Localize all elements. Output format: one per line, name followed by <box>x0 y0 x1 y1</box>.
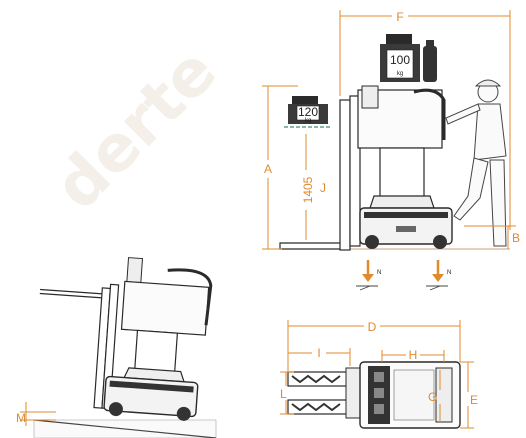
tilted-guard-rail <box>167 268 213 326</box>
tilted-platform <box>120 280 210 336</box>
weight-upper-unit: kg <box>397 71 403 77</box>
tilted-machine <box>39 257 213 421</box>
dimension-d <box>287 320 461 372</box>
tilted-fork <box>40 288 112 296</box>
top-floor-plate <box>393 369 435 421</box>
tilted-fork-lower <box>39 292 112 300</box>
force-arrow-rear: N <box>426 260 451 291</box>
dimension-e <box>460 361 474 429</box>
operator-leg-back <box>489 159 507 247</box>
top-view: D I H L G <box>280 320 478 429</box>
dimension-l <box>280 371 294 415</box>
dimension-label-j: J <box>320 181 326 195</box>
arrow-head <box>432 274 444 282</box>
fork-grip-upper <box>291 374 341 384</box>
slope-line <box>33 419 217 438</box>
arrow-head <box>362 274 374 282</box>
incline-view: M <box>16 257 217 438</box>
top-panel-button <box>374 372 384 382</box>
weight-lower-value: 120 <box>298 105 318 119</box>
weight-upper-value: 100 <box>390 53 410 67</box>
dimension-value-1405: 1405 <box>301 176 315 203</box>
dimension-label-l: L <box>280 387 287 401</box>
dimension-label-e: E <box>470 393 478 407</box>
force-label-front: N <box>377 270 381 276</box>
operator-figure <box>445 79 507 247</box>
weight-handle <box>292 96 318 104</box>
dimension-b <box>464 225 516 249</box>
mast <box>339 99 351 251</box>
operator-leg-front <box>453 157 489 221</box>
extinguisher <box>423 46 437 82</box>
weight-lower-unit: kg <box>305 118 311 124</box>
tilted-front-wheel <box>108 402 123 417</box>
dimension-a <box>262 85 298 250</box>
force-arrow-front: N <box>356 260 381 291</box>
arrow-hatch <box>359 285 371 291</box>
guard-rail <box>413 88 446 140</box>
tilted-control-box <box>126 257 144 284</box>
side-view: 120 kg 100 kg N <box>262 10 520 291</box>
dimension-m <box>20 402 56 426</box>
rear-wheel <box>433 235 447 249</box>
dimension-label-a: A <box>264 162 272 176</box>
weight-handle <box>386 34 412 44</box>
top-carriage <box>345 367 361 419</box>
weight-label-bg <box>296 105 320 121</box>
front-wheel <box>365 235 379 249</box>
control-box <box>361 85 379 109</box>
weight-label-bg <box>386 49 414 79</box>
top-panel-button <box>374 404 384 414</box>
watermark: derte <box>41 34 231 224</box>
dimension-label-d: D <box>368 320 377 334</box>
tilted-column <box>134 329 179 374</box>
dimension-f <box>339 10 511 230</box>
weight-upper: 100 kg <box>380 34 437 82</box>
dimension-label-b: B <box>512 231 520 245</box>
operator-helmet <box>474 79 502 87</box>
arrow-hatch <box>429 285 441 291</box>
dimension-label-g: G <box>428 390 437 404</box>
dimension-label-m: M <box>16 411 26 425</box>
weight-lower: 120 kg <box>284 96 330 128</box>
operator-torso <box>473 103 507 161</box>
dimension-label-i: I <box>317 346 320 360</box>
force-label-rear: N <box>447 270 451 276</box>
dimension-h <box>381 350 445 362</box>
mast-inner <box>349 95 361 247</box>
chassis-top <box>369 195 435 209</box>
dimension-i <box>287 348 351 366</box>
top-rear-cover <box>435 367 453 423</box>
dimension-label-h: H <box>409 348 418 362</box>
fork-grip-lower <box>291 402 341 412</box>
fork <box>279 242 347 250</box>
tilted-rear-wheel <box>176 406 191 421</box>
top-panel-button <box>374 388 384 398</box>
cover-plate <box>396 226 416 232</box>
chassis-band <box>364 212 448 218</box>
column <box>379 147 425 199</box>
tilted-chassis-band <box>109 380 194 393</box>
dimension-label-f: F <box>396 10 403 24</box>
extinguisher-top <box>426 40 434 48</box>
operator-arm <box>445 103 481 125</box>
